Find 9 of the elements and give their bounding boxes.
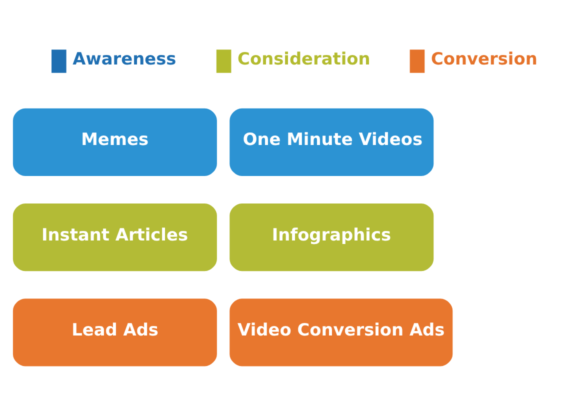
legend-label: Conversion [430,48,538,68]
node-box: Instant Articles [12,202,218,272]
legend-label: Awareness [72,48,176,68]
node-box: Memes [12,107,218,178]
legend-label: Consideration [238,48,370,68]
node-box: Lead Ads [12,298,218,368]
node-box: Video Conversion Ads [228,298,454,368]
node-box: Infographics [228,202,435,272]
node-box: One Minute Videos [228,107,435,178]
